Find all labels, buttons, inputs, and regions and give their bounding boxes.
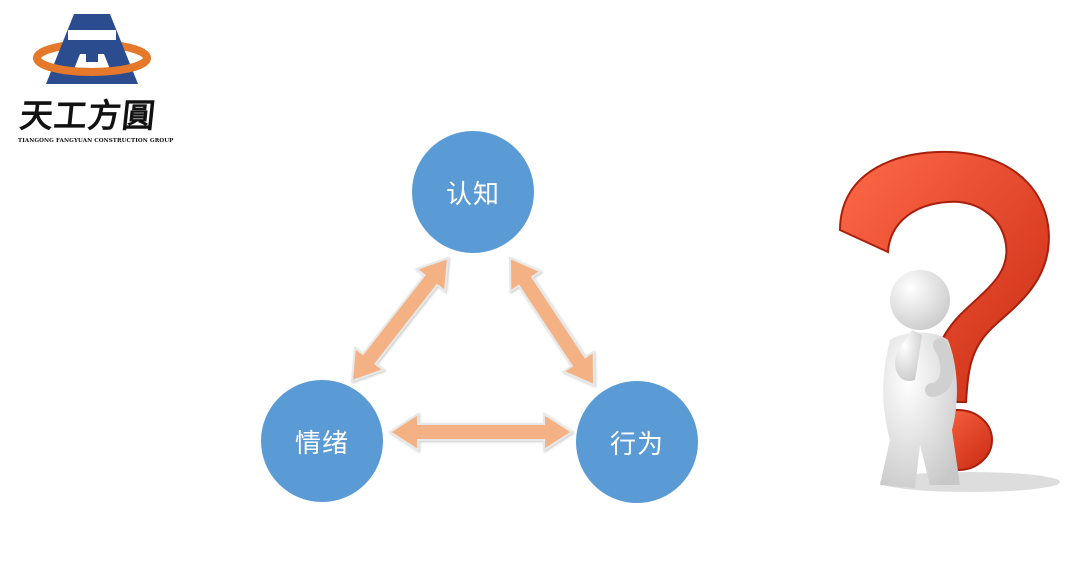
arrow-cognition-behavior — [508, 256, 596, 387]
arrow-emotion-cognition — [350, 256, 450, 383]
company-logo: 天工方圓 TIANGONG FANGYUAN CONSTRUCTION GROU… — [16, 12, 173, 152]
node-emotion: 情绪 — [261, 380, 383, 502]
logo-english-name: TIANGONG FANGYUAN CONSTRUCTION GROUP — [18, 138, 174, 144]
logo-emblem-icon — [33, 14, 151, 84]
node-behavior: 行为 — [576, 381, 698, 503]
question-mark-thinking-figure-icon — [838, 150, 1060, 492]
node-cognition: 认知 — [412, 131, 534, 253]
arrow-emotion-behavior — [388, 412, 574, 452]
